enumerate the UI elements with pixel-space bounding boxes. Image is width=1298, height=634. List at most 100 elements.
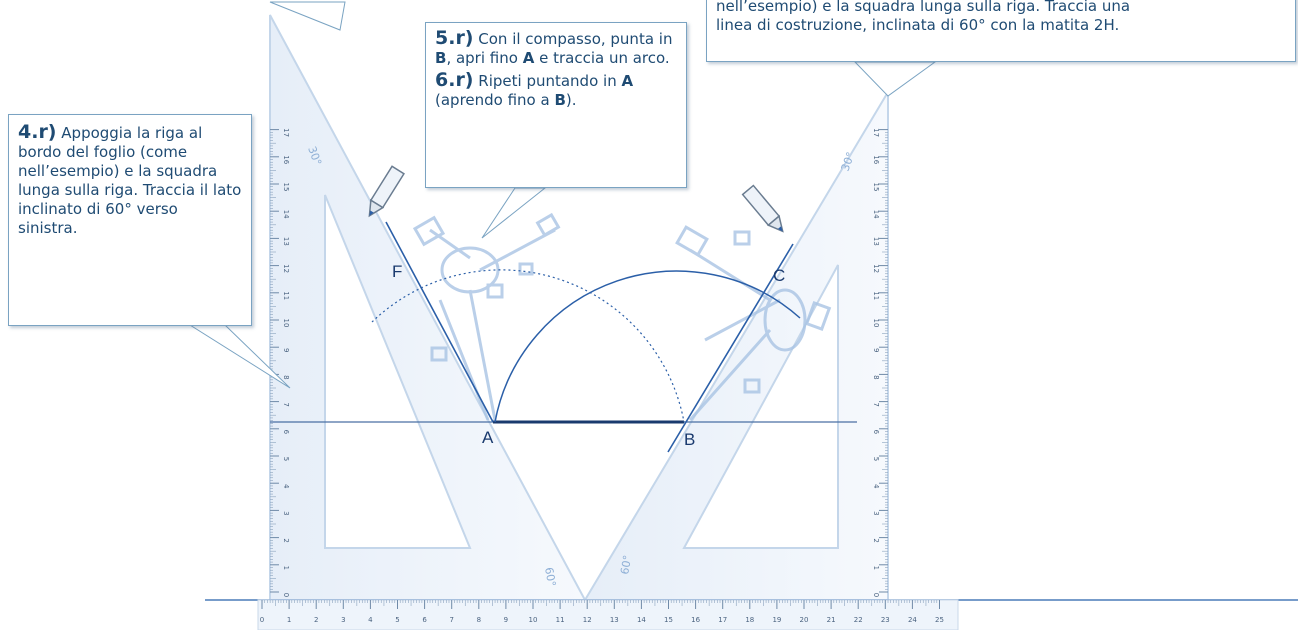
- vertical-number: 3: [282, 511, 290, 515]
- vertical-number: 12: [282, 264, 290, 273]
- right-angle-60-label: 60°: [618, 554, 634, 575]
- step-6-text-b: (aprendo fino a: [435, 91, 550, 109]
- vertical-number: 2: [872, 538, 880, 542]
- ruler-number: 11: [556, 616, 565, 624]
- vertical-number: 15: [282, 183, 290, 192]
- ruler-number: 2: [314, 616, 318, 624]
- point-a-label: A: [482, 428, 494, 447]
- vertical-number: 10: [282, 319, 290, 328]
- step-6-text-a: Ripeti puntando in: [478, 72, 617, 90]
- vertical-number: 1: [872, 566, 880, 570]
- callout-step-4: 4.r) Appoggia la riga al bordo del fogli…: [8, 114, 252, 326]
- point-f-label: F: [392, 262, 403, 281]
- vertical-number: 17: [282, 128, 290, 137]
- callout-tail-top-right: [853, 61, 937, 97]
- ruler-number: 13: [610, 616, 619, 624]
- step-4-text: Appoggia la riga al bordo del foglio (co…: [18, 124, 242, 237]
- vertical-number: 13: [282, 237, 290, 246]
- vertical-number: 10: [872, 319, 880, 328]
- ruler-number: 12: [583, 616, 592, 624]
- ruler-number: 4: [368, 616, 373, 624]
- vertical-number: 14: [282, 210, 290, 219]
- pencil-right-icon: [741, 184, 784, 233]
- vertical-number: 5: [282, 457, 290, 461]
- ruler-number: 18: [745, 616, 754, 624]
- pencil-left-icon: [368, 165, 405, 218]
- step-5-number: 5.r): [435, 27, 474, 49]
- vertical-number: 6: [282, 430, 290, 435]
- top-right-line-2: linea di costruzione, inclinata di 60° c…: [716, 16, 1120, 34]
- point-c-label: C: [773, 266, 786, 285]
- step-5-text-b: , apri fino: [446, 49, 518, 67]
- vertical-number: 17: [872, 128, 880, 137]
- arc-from-b: [371, 269, 685, 423]
- ruler-number: 9: [504, 616, 508, 624]
- callout-step-5-6: 5.r) Con il compasso, punta in B, apri f…: [425, 22, 687, 188]
- vertical-number: 14: [872, 210, 880, 219]
- line-b-c: [667, 243, 794, 453]
- line-a-f: [385, 221, 494, 423]
- compass-sketch-right: [675, 225, 832, 421]
- callout-top-right: nell’esempio) e la squadra lunga sulla r…: [706, 0, 1296, 62]
- horizontal-ruler: [257, 599, 959, 631]
- ruler-number: 10: [529, 616, 538, 624]
- step-6-number: 6.r): [435, 69, 474, 91]
- vertical-number: 13: [872, 237, 880, 246]
- vertical-number: 9: [282, 348, 290, 352]
- ruler-number: 15: [664, 616, 673, 624]
- ruler-number: 17: [718, 616, 727, 624]
- right-angle-30-label: 30°: [839, 150, 858, 173]
- ruler-number: 21: [827, 616, 836, 624]
- step-5-text-c: e traccia un arco.: [539, 49, 670, 67]
- vertical-number: 11: [872, 291, 880, 300]
- vertical-number: 8: [872, 375, 880, 379]
- vertical-number: 9: [872, 348, 880, 352]
- vertical-number: 6: [872, 430, 880, 435]
- vertical-number: 4: [282, 484, 290, 489]
- callout-tail-top-left: [269, 1, 346, 31]
- ruler-number: 8: [477, 616, 481, 624]
- left-angle-60-label: 60°: [542, 566, 558, 587]
- vertical-number: 0: [282, 593, 290, 597]
- step-6-point-b: B: [554, 91, 566, 109]
- step-5-point-a: A: [522, 49, 535, 67]
- vertical-number: 7: [872, 402, 880, 406]
- right-set-square-inner: [682, 264, 839, 549]
- top-right-line-1: nell’esempio) e la squadra lunga sulla r…: [716, 0, 1131, 15]
- vertical-number: 16: [282, 155, 290, 164]
- vertical-number: 5: [872, 457, 880, 461]
- ruler-number: 19: [772, 616, 781, 624]
- left-angle-30-label: 30°: [305, 145, 324, 168]
- vertical-number: 3: [872, 511, 880, 515]
- ruler-number: 20: [800, 616, 809, 624]
- vertical-number: 8: [282, 375, 290, 379]
- point-b-label: B: [684, 430, 696, 449]
- left-set-square-inner: [324, 194, 472, 549]
- step-4-number: 4.r): [18, 121, 57, 143]
- ruler-number: 7: [449, 616, 453, 624]
- callout-tail-5: [481, 187, 547, 239]
- ruler-number: 23: [881, 616, 890, 624]
- step-5-point-b: B: [435, 49, 447, 67]
- ruler-number: 25: [935, 616, 944, 624]
- ruler-number: 6: [422, 616, 427, 624]
- ruler-number: 14: [637, 616, 646, 624]
- ruler-number: 5: [395, 616, 399, 624]
- ruler-number: 22: [854, 616, 863, 624]
- ruler-number: 24: [908, 616, 917, 624]
- vertical-number: 11: [282, 291, 290, 300]
- ruler-number: 16: [691, 616, 700, 624]
- vertical-number: 4: [872, 484, 880, 489]
- vertical-number: 12: [872, 264, 880, 273]
- step-6-text-c: ).: [565, 91, 577, 109]
- arc-from-a: [494, 270, 801, 423]
- step-6-point-a: A: [621, 72, 634, 90]
- vertical-number: 15: [872, 183, 880, 192]
- ruler-number: 1: [287, 616, 291, 624]
- vertical-number: 7: [282, 402, 290, 406]
